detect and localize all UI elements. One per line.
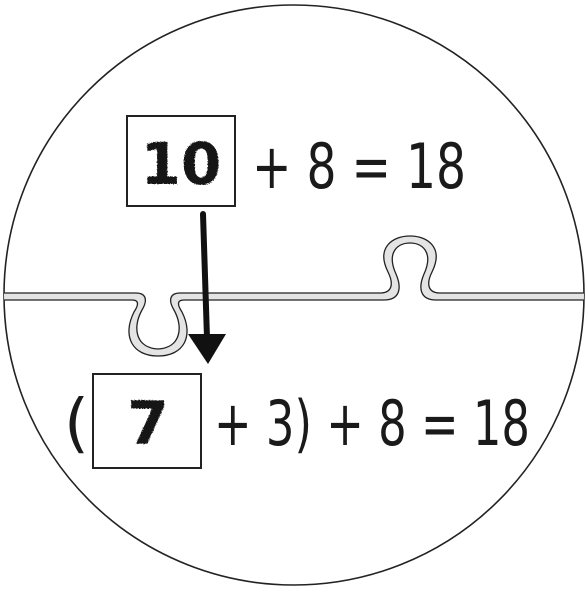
- arrow-down-icon: [188, 211, 226, 364]
- puzzle-seam: [4, 235, 584, 357]
- bottom-answer-box: [92, 373, 202, 469]
- bottom-box-value: 7: [127, 389, 169, 459]
- bottom-equation-rest: + 3) + 8 = 18: [214, 387, 530, 460]
- top-answer-box: [126, 115, 236, 207]
- top-equation-rest: + 8 = 18: [252, 130, 466, 203]
- top-box-value: 10: [141, 130, 222, 198]
- bottom-open-paren: (: [64, 387, 89, 461]
